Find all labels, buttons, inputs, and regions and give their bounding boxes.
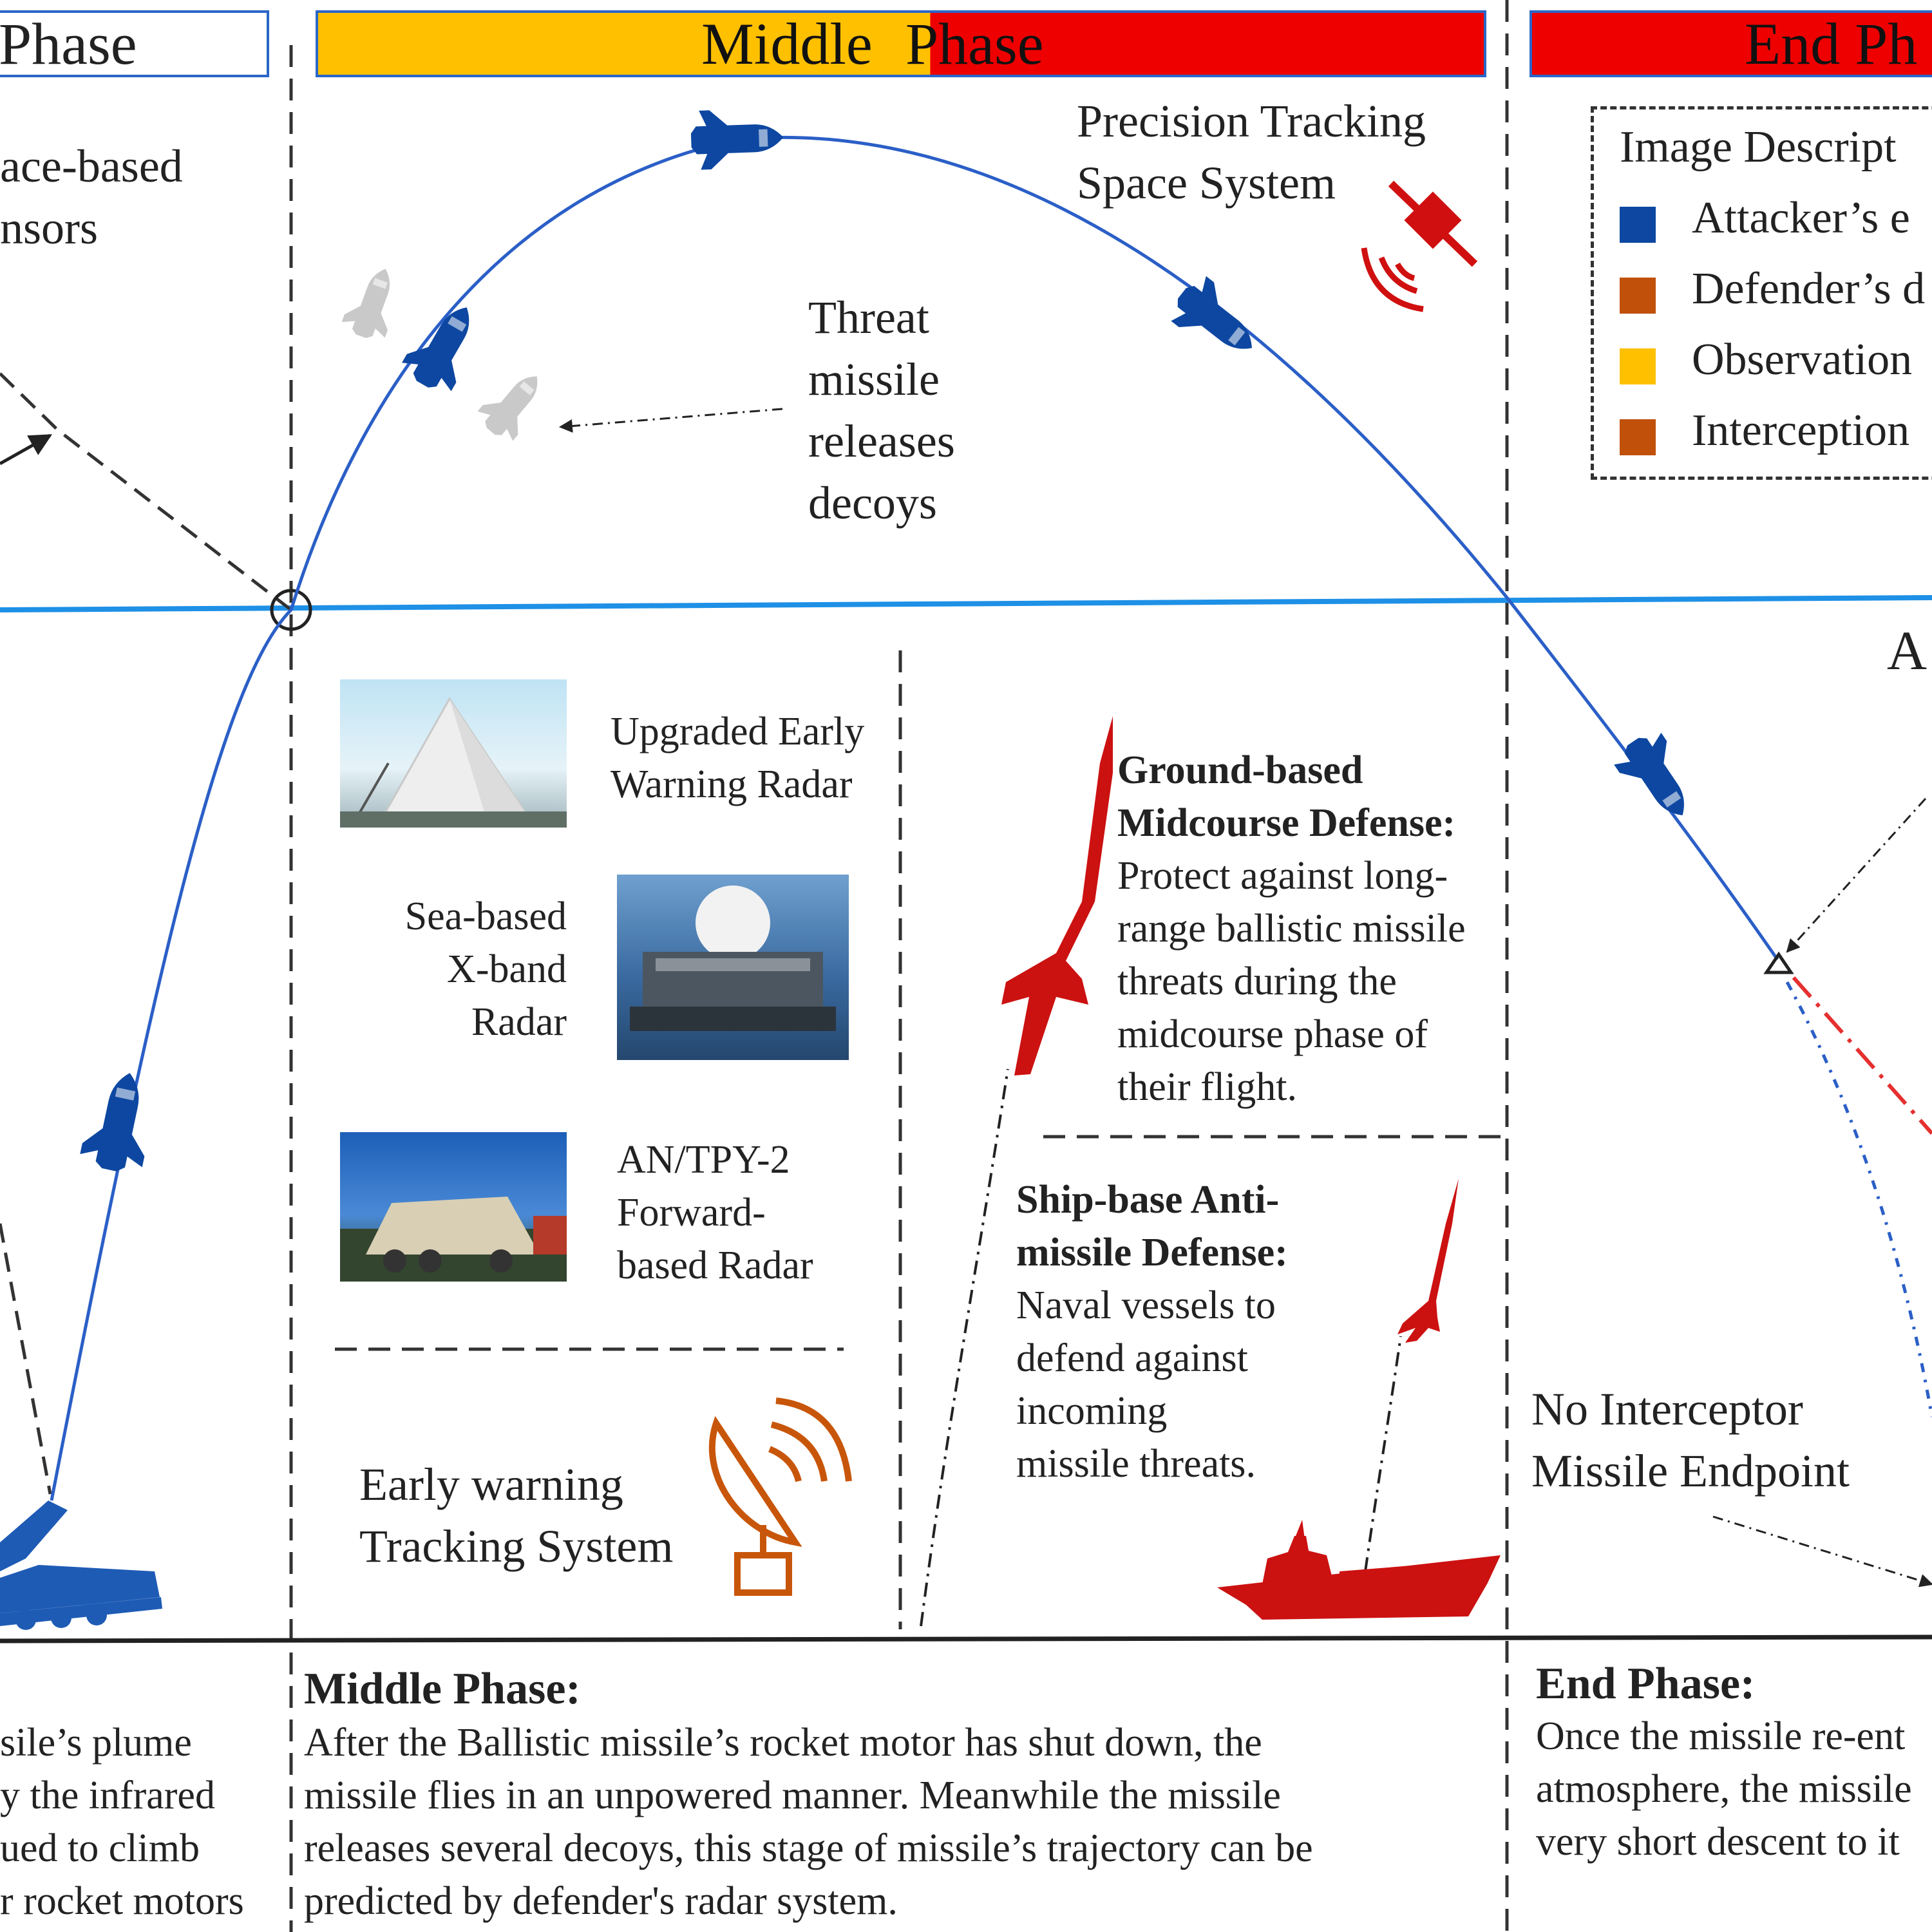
ship-interceptor-missile [1397,1179,1459,1343]
upgraded-radar-label: Upgraded Early Warning Radar [611,710,865,806]
missile-boost-1 [78,1066,161,1177]
ship-defense-title: Ship-base Anti- missile Defense: [1016,1178,1288,1274]
middle-phase-description: After the Ballistic missile’s rocket mot… [304,1721,1313,1923]
end-phase-description: Once the missile re-ent atmosphere, the … [1536,1714,1912,1864]
sea-xband-radar-image [630,886,836,1031]
gmd-title: Ground-based Midcourse Defense: [1117,748,1456,845]
gmd-interceptor-missile [1001,716,1113,1075]
warship [1217,1520,1501,1620]
sensor-beam-line [0,372,292,611]
boost-burnout-point [270,589,312,631]
ship-launch-path [1364,1336,1402,1572]
no-interceptor-label: No Interceptor Missile Endpoint [1531,1383,1850,1497]
radar-dish-icon [708,1397,852,1596]
missile-reentry [1609,725,1707,831]
middle-phase-title-part2: Phase [905,11,1044,77]
legend-label-attacker: Attacker’s e [1692,193,1910,243]
missile-trajectory [50,135,1779,1501]
legend-swatch-interception [1620,419,1656,455]
legend-swatch-attacker [1620,207,1656,243]
gmd-launch-path [920,1068,1009,1627]
boost-phase-description: sile’s plume y the infrared ued to climb… [0,1721,244,1923]
atmosphere-line [0,595,1932,612]
end-phase-title: End Ph [1745,11,1918,77]
sensor-ground-line [0,1223,52,1495]
antpy2-radar-image [340,1197,567,1282]
ground-line [0,1634,1932,1643]
no-interceptor-path [1785,981,1932,1417]
legend-swatch-defender [1620,278,1656,314]
sensor-arrow [0,433,53,466]
interception-pointer [1786,797,1927,953]
precision-tracking-label: Precision Tracking Space System [1077,95,1426,209]
middle-phase-title-part1: Middle [701,11,873,77]
upgraded-radar-photo [340,679,567,828]
legend-title: Image Descript [1620,122,1897,172]
decoy-pointer [558,408,783,433]
space-sensors-label: ace-based nsors [0,140,183,254]
interception-point [1763,951,1794,974]
missile-launcher-truck [0,1501,162,1630]
boost-phase-title: Phase [0,11,137,77]
missile-ascent-2 [397,293,491,399]
legend-label-interception: Interception [1692,406,1910,455]
sea-xband-label: Sea-based X-band Radar [404,895,567,1044]
gmd-description: Protect against long- range ballistic mi… [1117,854,1466,1109]
legend-box: Image Descript Attacker’s e Defender’s d… [1591,106,1932,480]
middle-phase-bar: Middle Phase [316,10,1486,77]
boost-phase-bar: Phase [0,10,269,77]
missile-descent-1 [1164,270,1270,371]
partial-label-a: A [1887,620,1927,681]
middle-phase-heading: Middle Phase: [304,1664,581,1714]
end-phase-bar: End Ph [1530,10,1932,77]
sea-xband-radar-photo [617,875,849,1060]
antpy2-radar-photo [340,1132,567,1282]
upgraded-radar-image [340,697,567,828]
decoy-2 [473,361,554,446]
satellite-icon [1361,180,1478,312]
interceptor-path [1792,976,1932,1135]
early-warning-label: Early warning Tracking System [359,1459,674,1572]
legend-swatch-observation [1620,348,1656,384]
missile-apogee [690,108,784,171]
antpy2-label: AN/TPY-2 Forward- based Radar [617,1138,813,1287]
endpoint-pointer [1712,1515,1932,1587]
legend-label-observation: Observation [1692,335,1913,384]
decoy-1 [339,261,408,345]
ship-defense-description: Naval vessels to defend against incoming… [1016,1283,1276,1486]
threat-decoys-label: Threat missile releases decoys [808,292,955,529]
end-phase-heading: End Phase: [1536,1659,1756,1709]
legend-label-defender: Defender’s d [1692,264,1926,314]
